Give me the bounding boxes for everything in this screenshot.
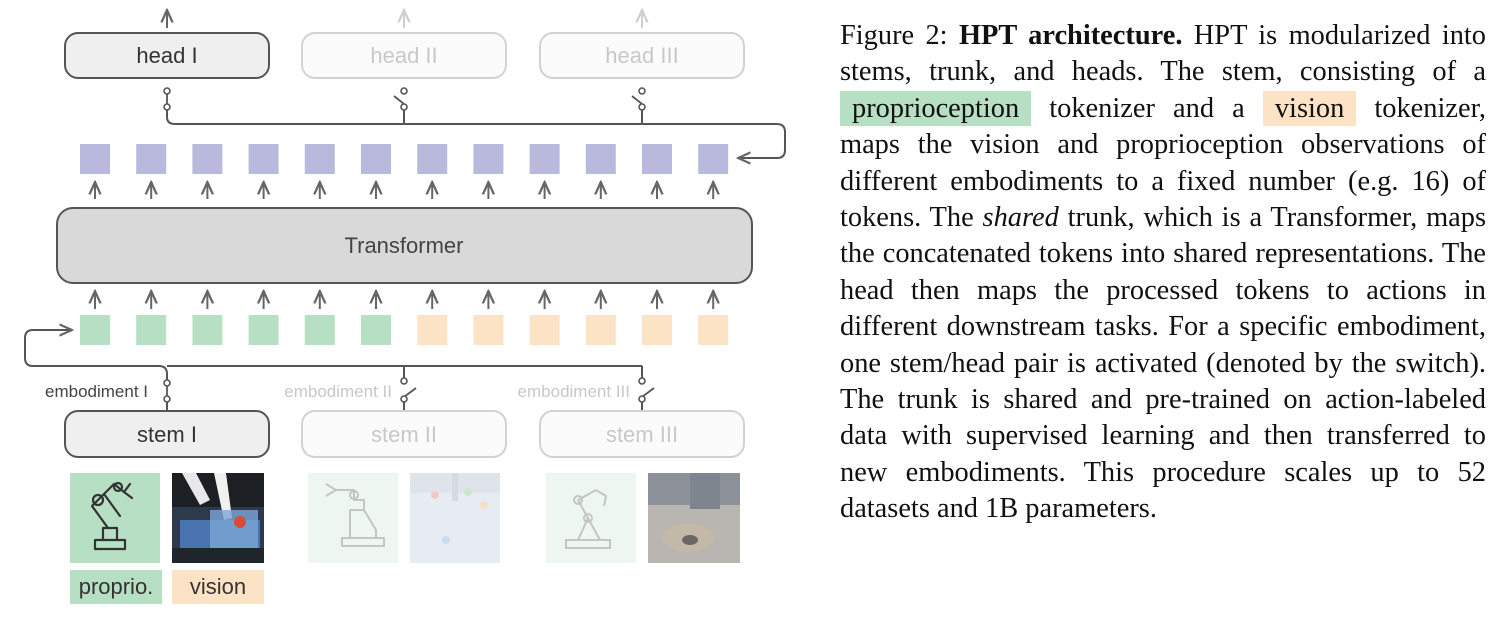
proprio-token: [248, 315, 279, 345]
output-token: [529, 144, 560, 174]
embodiment-2-label: embodiment II: [284, 382, 392, 401]
stem-3: stem III: [539, 410, 745, 458]
head-2: head II: [301, 10, 507, 79]
trunk: Transformer: [56, 207, 753, 284]
stem-2-label: stem II: [371, 422, 437, 447]
head-2-label: head II: [370, 43, 437, 68]
stem-1-label: stem I: [137, 422, 197, 447]
output-token: [361, 144, 391, 174]
vision-highlight: vision: [1262, 90, 1357, 126]
proprio-panel-2: [308, 473, 398, 563]
vision-legend-label: vision: [190, 574, 246, 599]
robot-arm-icon: [325, 483, 385, 547]
caption-text-2: tokenizer and a: [1031, 92, 1263, 124]
embodiment-1-label: embodiment I: [45, 382, 148, 401]
stem-switch-1: [163, 379, 171, 410]
output-tokens: [80, 144, 729, 199]
proprio-legend-label: proprio.: [79, 574, 154, 599]
output-token: [698, 144, 729, 174]
stem-2: stem II: [301, 410, 507, 458]
head-switch-3: [631, 87, 646, 111]
proprio-token: [304, 315, 335, 345]
head-3-label: head III: [605, 43, 678, 68]
output-token: [80, 144, 110, 174]
vision-token: [698, 315, 729, 345]
caption-text-4: trunk, which is a Transformer, maps the …: [840, 202, 1486, 525]
robot-arm-icon: [90, 481, 134, 551]
head-1: head I: [64, 10, 270, 79]
figure-title: HPT architecture.: [958, 20, 1183, 51]
vision-token: [529, 315, 560, 345]
hpt-architecture-diagram: head I head II head III Transformer: [24, 0, 786, 604]
head-1-label: head I: [136, 43, 197, 68]
vision-image-1: [172, 473, 264, 563]
output-token: [192, 144, 223, 174]
stem-3-label: stem III: [606, 422, 678, 447]
output-token: [248, 144, 279, 174]
output-token: [642, 144, 672, 174]
output-token: [304, 144, 335, 174]
trunk-label: Transformer: [345, 233, 464, 258]
output-token: [417, 144, 448, 174]
stem-1: stem I: [64, 410, 270, 458]
caption-text-1: HPT is modularized into stems, trunk, an…: [840, 20, 1486, 88]
head-switch-2: [393, 87, 408, 111]
output-token: [136, 144, 167, 174]
caption-text-3: tokenizer, maps the vision and proprioce…: [840, 92, 1486, 234]
output-token: [473, 144, 504, 174]
proprioception-highlight: proprioception: [840, 90, 1032, 126]
vision-token: [417, 315, 448, 345]
proprio-legend: proprio.: [70, 570, 162, 604]
proprio-panel-3: [546, 473, 636, 563]
robot-arm-icon: [565, 489, 611, 549]
stem-routing-bus: [24, 330, 168, 383]
vision-token: [585, 315, 616, 345]
proprio-token: [192, 315, 223, 345]
head-switch-1: [163, 87, 171, 111]
output-token: [585, 144, 616, 174]
proprio-token: [361, 315, 391, 345]
embodiment-3-label: embodiment III: [518, 382, 630, 401]
vision-token: [642, 315, 672, 345]
stem-switch-3: [638, 377, 655, 410]
stem-switch-2: [400, 377, 417, 410]
proprio-token: [136, 315, 167, 345]
figure-label: Figure 2:: [840, 20, 948, 51]
shared-emphasis: shared: [982, 202, 1059, 234]
head-routing-bus: [166, 110, 786, 158]
input-tokens: [80, 291, 729, 345]
figure-caption: Figure 2: HPT architecture. HPT is modul…: [840, 18, 1486, 528]
vision-image-3: [648, 473, 740, 563]
head-3: head III: [539, 10, 745, 79]
proprio-token: [80, 315, 110, 345]
vision-image-2: [410, 473, 500, 563]
vision-token: [473, 315, 504, 345]
proprio-panel-1: [70, 473, 160, 563]
vision-legend: vision: [172, 570, 264, 604]
